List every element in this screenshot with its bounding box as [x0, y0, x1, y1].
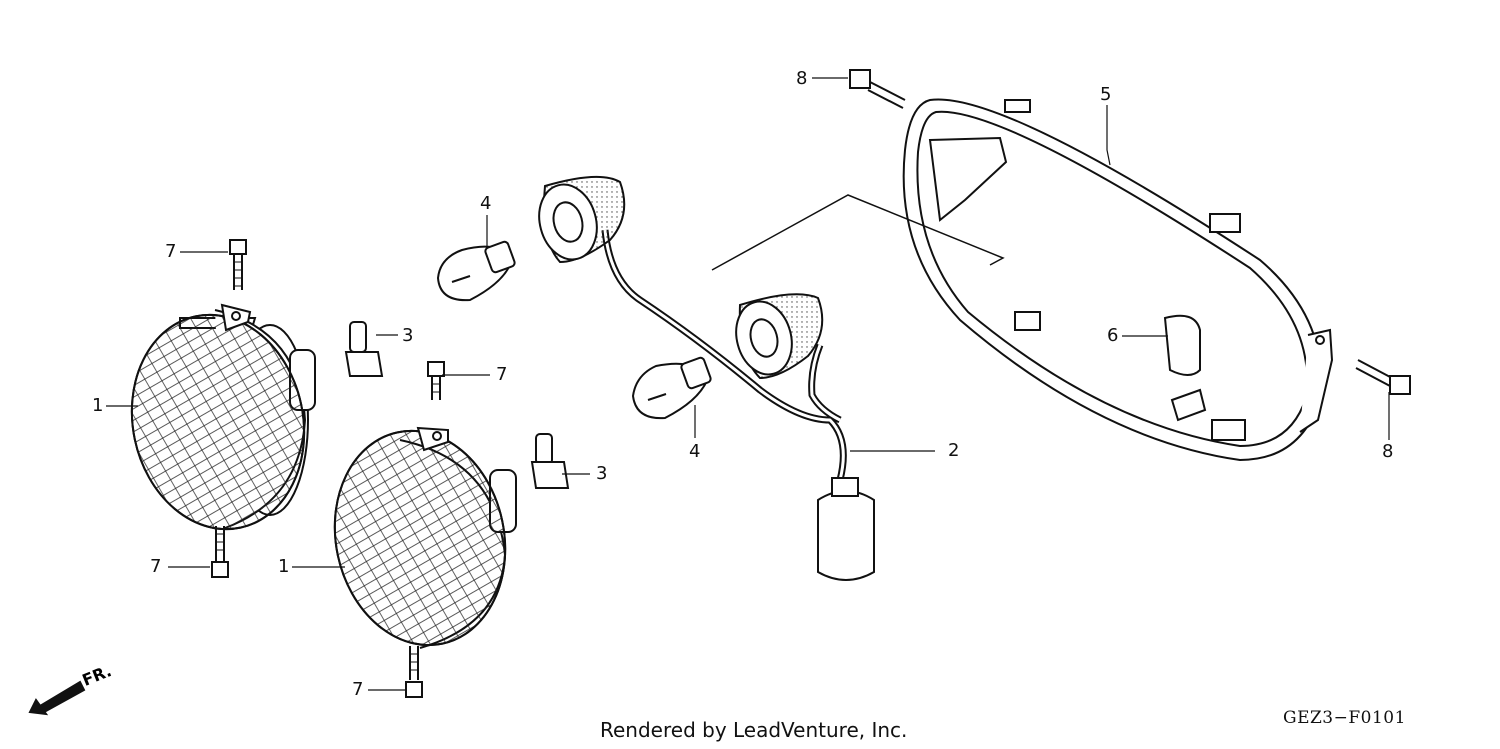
- callout-1-left: 1: [92, 395, 104, 416]
- callout-7-bottom-right: 7: [352, 679, 364, 700]
- headlight-left: [130, 303, 316, 531]
- headlight-case: [902, 98, 1334, 462]
- socket-3-upper: [344, 321, 384, 377]
- callout-8-top: 8: [796, 68, 808, 89]
- callout-7-bottom-left: 7: [150, 556, 162, 577]
- callout-5: 5: [1100, 84, 1112, 105]
- socket-3-lower: [530, 433, 570, 489]
- diagram-code: GEZ3−F0101: [1283, 708, 1406, 728]
- callout-3-lower: 3: [596, 463, 608, 484]
- callout-7-top-left: 7: [165, 241, 177, 262]
- bolt-8-top: [849, 69, 906, 109]
- callout-8-right: 8: [1382, 441, 1394, 462]
- callout-6: 6: [1107, 325, 1119, 346]
- callout-1-right: 1: [278, 556, 290, 577]
- callout-7-mid: 7: [496, 364, 508, 385]
- front-arrow-icon: [28, 680, 86, 716]
- callout-4-lower: 4: [689, 441, 701, 462]
- bolt-7-mid: [427, 361, 445, 400]
- callout-4-upper: 4: [480, 193, 492, 214]
- wire-harness: [538, 175, 875, 581]
- bulb-4-lower: [631, 356, 712, 420]
- headlight-right: [333, 426, 517, 649]
- leader-lines: [106, 77, 1390, 691]
- bolt-7-top-left: [229, 239, 247, 290]
- footer-credit: Rendered by LeadVenture, Inc.: [600, 718, 908, 742]
- callout-3-upper: 3: [402, 325, 414, 346]
- bulb-4-upper: [436, 240, 516, 302]
- callout-2: 2: [948, 440, 960, 461]
- bolt-7-bottom-right: [405, 646, 423, 698]
- section-line: [711, 194, 1005, 271]
- bolt-7-bottom-left: [211, 526, 229, 578]
- bolt-8-right: [1355, 359, 1411, 395]
